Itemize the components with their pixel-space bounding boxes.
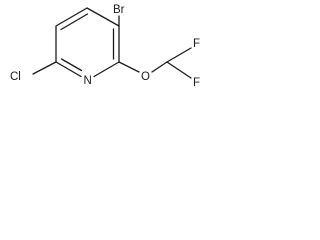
bond-c6-n1-inner <box>60 58 83 72</box>
bond-o-chf2 <box>151 61 168 73</box>
atom-label-nitrogen: N <box>84 75 92 87</box>
bond-c3-c4 <box>86 7 120 27</box>
bond-c6-n1 <box>55 61 82 78</box>
atom-label-fluorine-lower: F <box>193 77 200 89</box>
atom-label-oxygen: O <box>141 71 150 83</box>
bond-c4-c5-inner <box>60 13 89 31</box>
bond-c-f-upper <box>166 47 192 63</box>
atom-label-bromine: Br <box>113 4 125 16</box>
bond-c-f-lower <box>166 61 192 79</box>
atom-label-chlorine: Cl <box>10 71 21 83</box>
bond-c6-cl <box>32 61 57 75</box>
bond-n1-c2 <box>93 61 120 78</box>
atom-label-fluorine-upper: F <box>193 38 200 50</box>
chemical-structure-diagram: Br Cl N O F F <box>10 4 200 89</box>
bond-c4-c5 <box>55 7 88 27</box>
bond-c2-o <box>118 61 140 73</box>
pyridine-ring <box>55 7 120 78</box>
